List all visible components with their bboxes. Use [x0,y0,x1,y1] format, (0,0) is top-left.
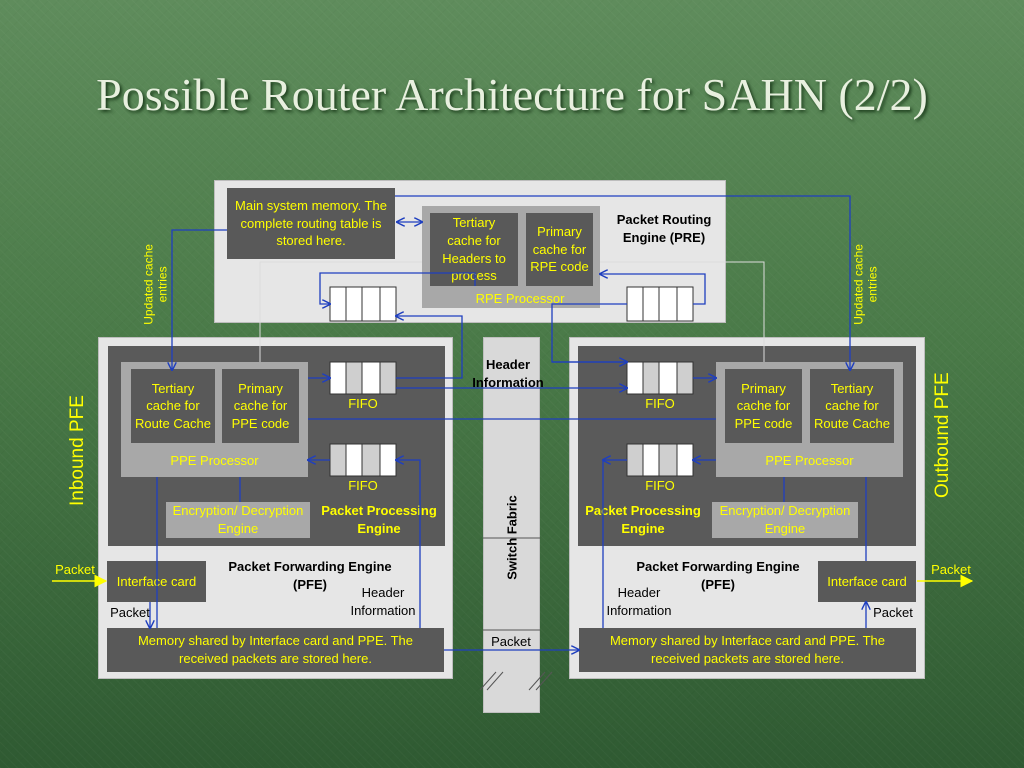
pre-right-fifo [626,286,694,322]
outbound-fifo-top [626,361,694,395]
outbound-primary-cache-box: Primary cache for PPE code [725,369,802,443]
pre-primary-cache-box: Primary cache for RPE code [526,213,593,286]
inbound-tertiary-cache-box: Tertiary cache for Route Cache [131,369,215,443]
outbound-ppe-processor-label: PPE Processor [765,453,854,468]
inbound-pfe-label: Packet Forwarding Engine (PFE) [228,559,392,592]
inbound-fifo-bottom [329,443,397,477]
inbound-ppe-label: Packet Processing Engine [321,503,437,536]
inbound-ppe-processor-label: PPE Processor [170,453,259,468]
outbound-ppe-label: Packet Processing Engine [585,503,701,536]
pre-engine-label: Packet Routing Engine (PRE) [616,212,712,245]
main-system-memory-box: Main system memory. The complete routing… [227,188,395,259]
outbound-packet-up-label: Packet [873,605,913,620]
outbound-header-info-label: Header Information [606,585,672,618]
pre-left-fifo [329,286,397,322]
inbound-fifo-top [329,361,397,395]
inbound-primary-cache-box: Primary cache for PPE code [222,369,299,443]
outbound-pfe-label: Packet Forwarding Engine (PFE) [636,559,800,592]
inbound-encryption-box: Encryption/ Decryption Engine [166,502,310,538]
packet-in-label: Packet [55,562,95,577]
pre-tertiary-cache-box: Tertiary cache for Headers to process [430,213,518,286]
outbound-interface-card: Interface card [818,561,916,602]
inbound-memory-box: Memory shared by Interface card and PPE.… [107,628,444,672]
inbound-header-info-label: Header Information [350,585,416,618]
outbound-memory-box: Memory shared by Interface card and PPE.… [579,628,916,672]
inbound-fifo-top-label: FIFO [348,396,378,411]
outbound-fifo-bottom [626,443,694,477]
fabric-packet-label: Packet [491,634,531,649]
outbound-tertiary-cache-box: Tertiary cache for Route Cache [810,369,894,443]
outbound-fifo-bottom-label: FIFO [645,478,675,493]
packet-out-label: Packet [931,562,971,577]
rpe-processor-label: RPE Processor [475,291,565,306]
outbound-fifo-top-label: FIFO [645,396,675,411]
slide-title: Possible Router Architecture for SAHN (2… [96,69,928,120]
inbound-fifo-bottom-label: FIFO [348,478,378,493]
fabric-header-info-label: Header Information [472,357,544,390]
inbound-packet-down-label: Packet [110,605,150,620]
outbound-encryption-box: Encryption/ Decryption Engine [712,502,858,538]
